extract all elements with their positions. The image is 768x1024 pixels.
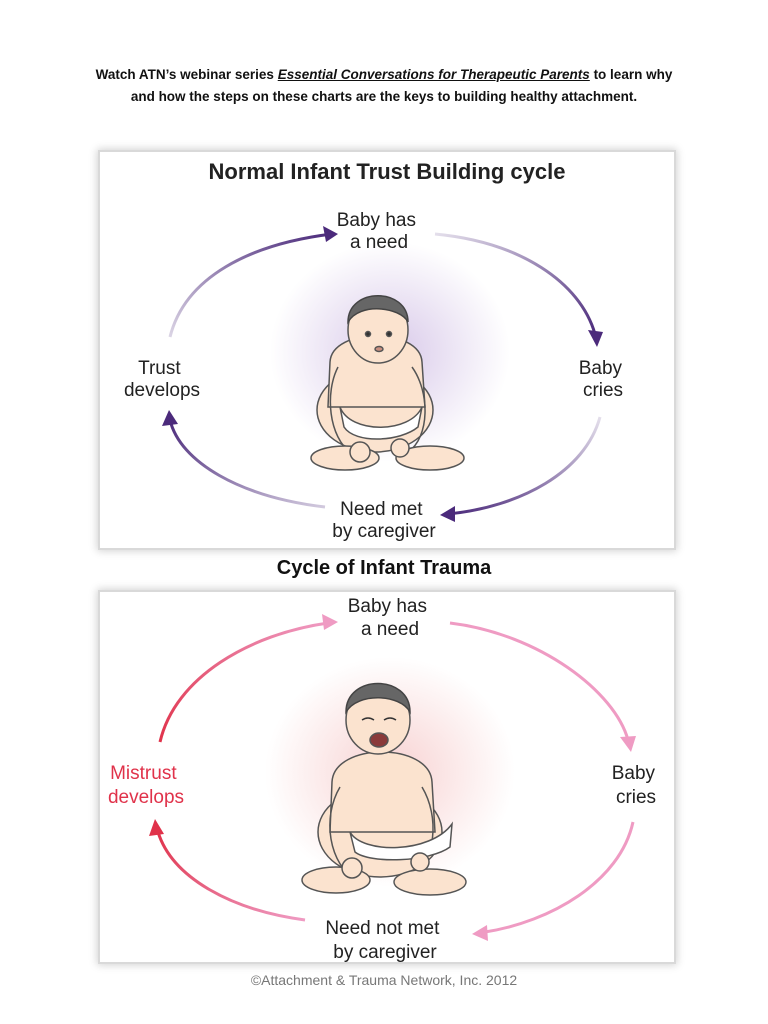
label-baby-has-need: Baby has a need [348, 596, 433, 640]
arrowhead-icon [472, 925, 488, 941]
label-need-met: Need met by caregiver [332, 499, 436, 542]
label-trust-develops: Trust develops [124, 358, 200, 401]
copyright-footer: ©Attachment & Trauma Network, Inc. 2012 [250, 972, 518, 988]
arrow-cries-to-met [447, 416, 602, 516]
arrow-cries-to-not-met [484, 821, 635, 934]
normal-cycle-title: Normal Infant Trust Building cycle [209, 159, 566, 184]
arrowhead-icon [162, 410, 178, 426]
label-mistrust-develops: Mistrust develops [108, 763, 184, 808]
trauma-cycle-title: Cycle of Infant Trauma [276, 557, 492, 579]
intro-line-2: and how the steps on these charts are th… [130, 89, 638, 104]
arrowhead-icon [322, 614, 338, 630]
intro-line-1: Watch ATN’s webinar series Essential Con… [95, 67, 673, 82]
arrow-met-to-trust [168, 419, 326, 509]
label-baby-cries: Baby cries [579, 358, 628, 401]
arrowhead-icon [588, 330, 603, 347]
label-need-not-met: Need not met by caregiver [325, 918, 444, 962]
arrow-not-met-to-mistrust [156, 831, 306, 922]
arrow-need-to-cries [449, 621, 630, 741]
arrow-trust-to-need [168, 232, 333, 338]
label-baby-has-need: Baby has a need [337, 210, 422, 253]
arrow-need-to-cries [434, 232, 597, 335]
label-baby-cries: Baby cries [612, 763, 661, 808]
intro-text: Watch ATN’s webinar series Essential Con… [40, 64, 728, 108]
webinar-series-title: Essential Conversations for Therapeutic … [277, 67, 590, 82]
normal-cycle-diagram: Normal Infant Trust Building cycle Baby … [124, 159, 628, 542]
normal-cycle-panel: Normal Infant Trust Building cycle Baby … [100, 152, 674, 548]
calm-baby-illustration [310, 295, 465, 471]
arrowhead-icon [440, 506, 455, 522]
arrowhead-icon [149, 819, 164, 836]
trauma-cycle-diagram: Baby has a need Baby cries Need not met … [108, 596, 661, 962]
crying-baby-illustration [301, 682, 467, 896]
arrowhead-icon [620, 736, 636, 752]
arrowhead-icon [323, 226, 338, 242]
trauma-cycle-panel: Baby has a need Baby cries Need not met … [100, 592, 674, 962]
arrow-mistrust-to-need [158, 621, 329, 743]
